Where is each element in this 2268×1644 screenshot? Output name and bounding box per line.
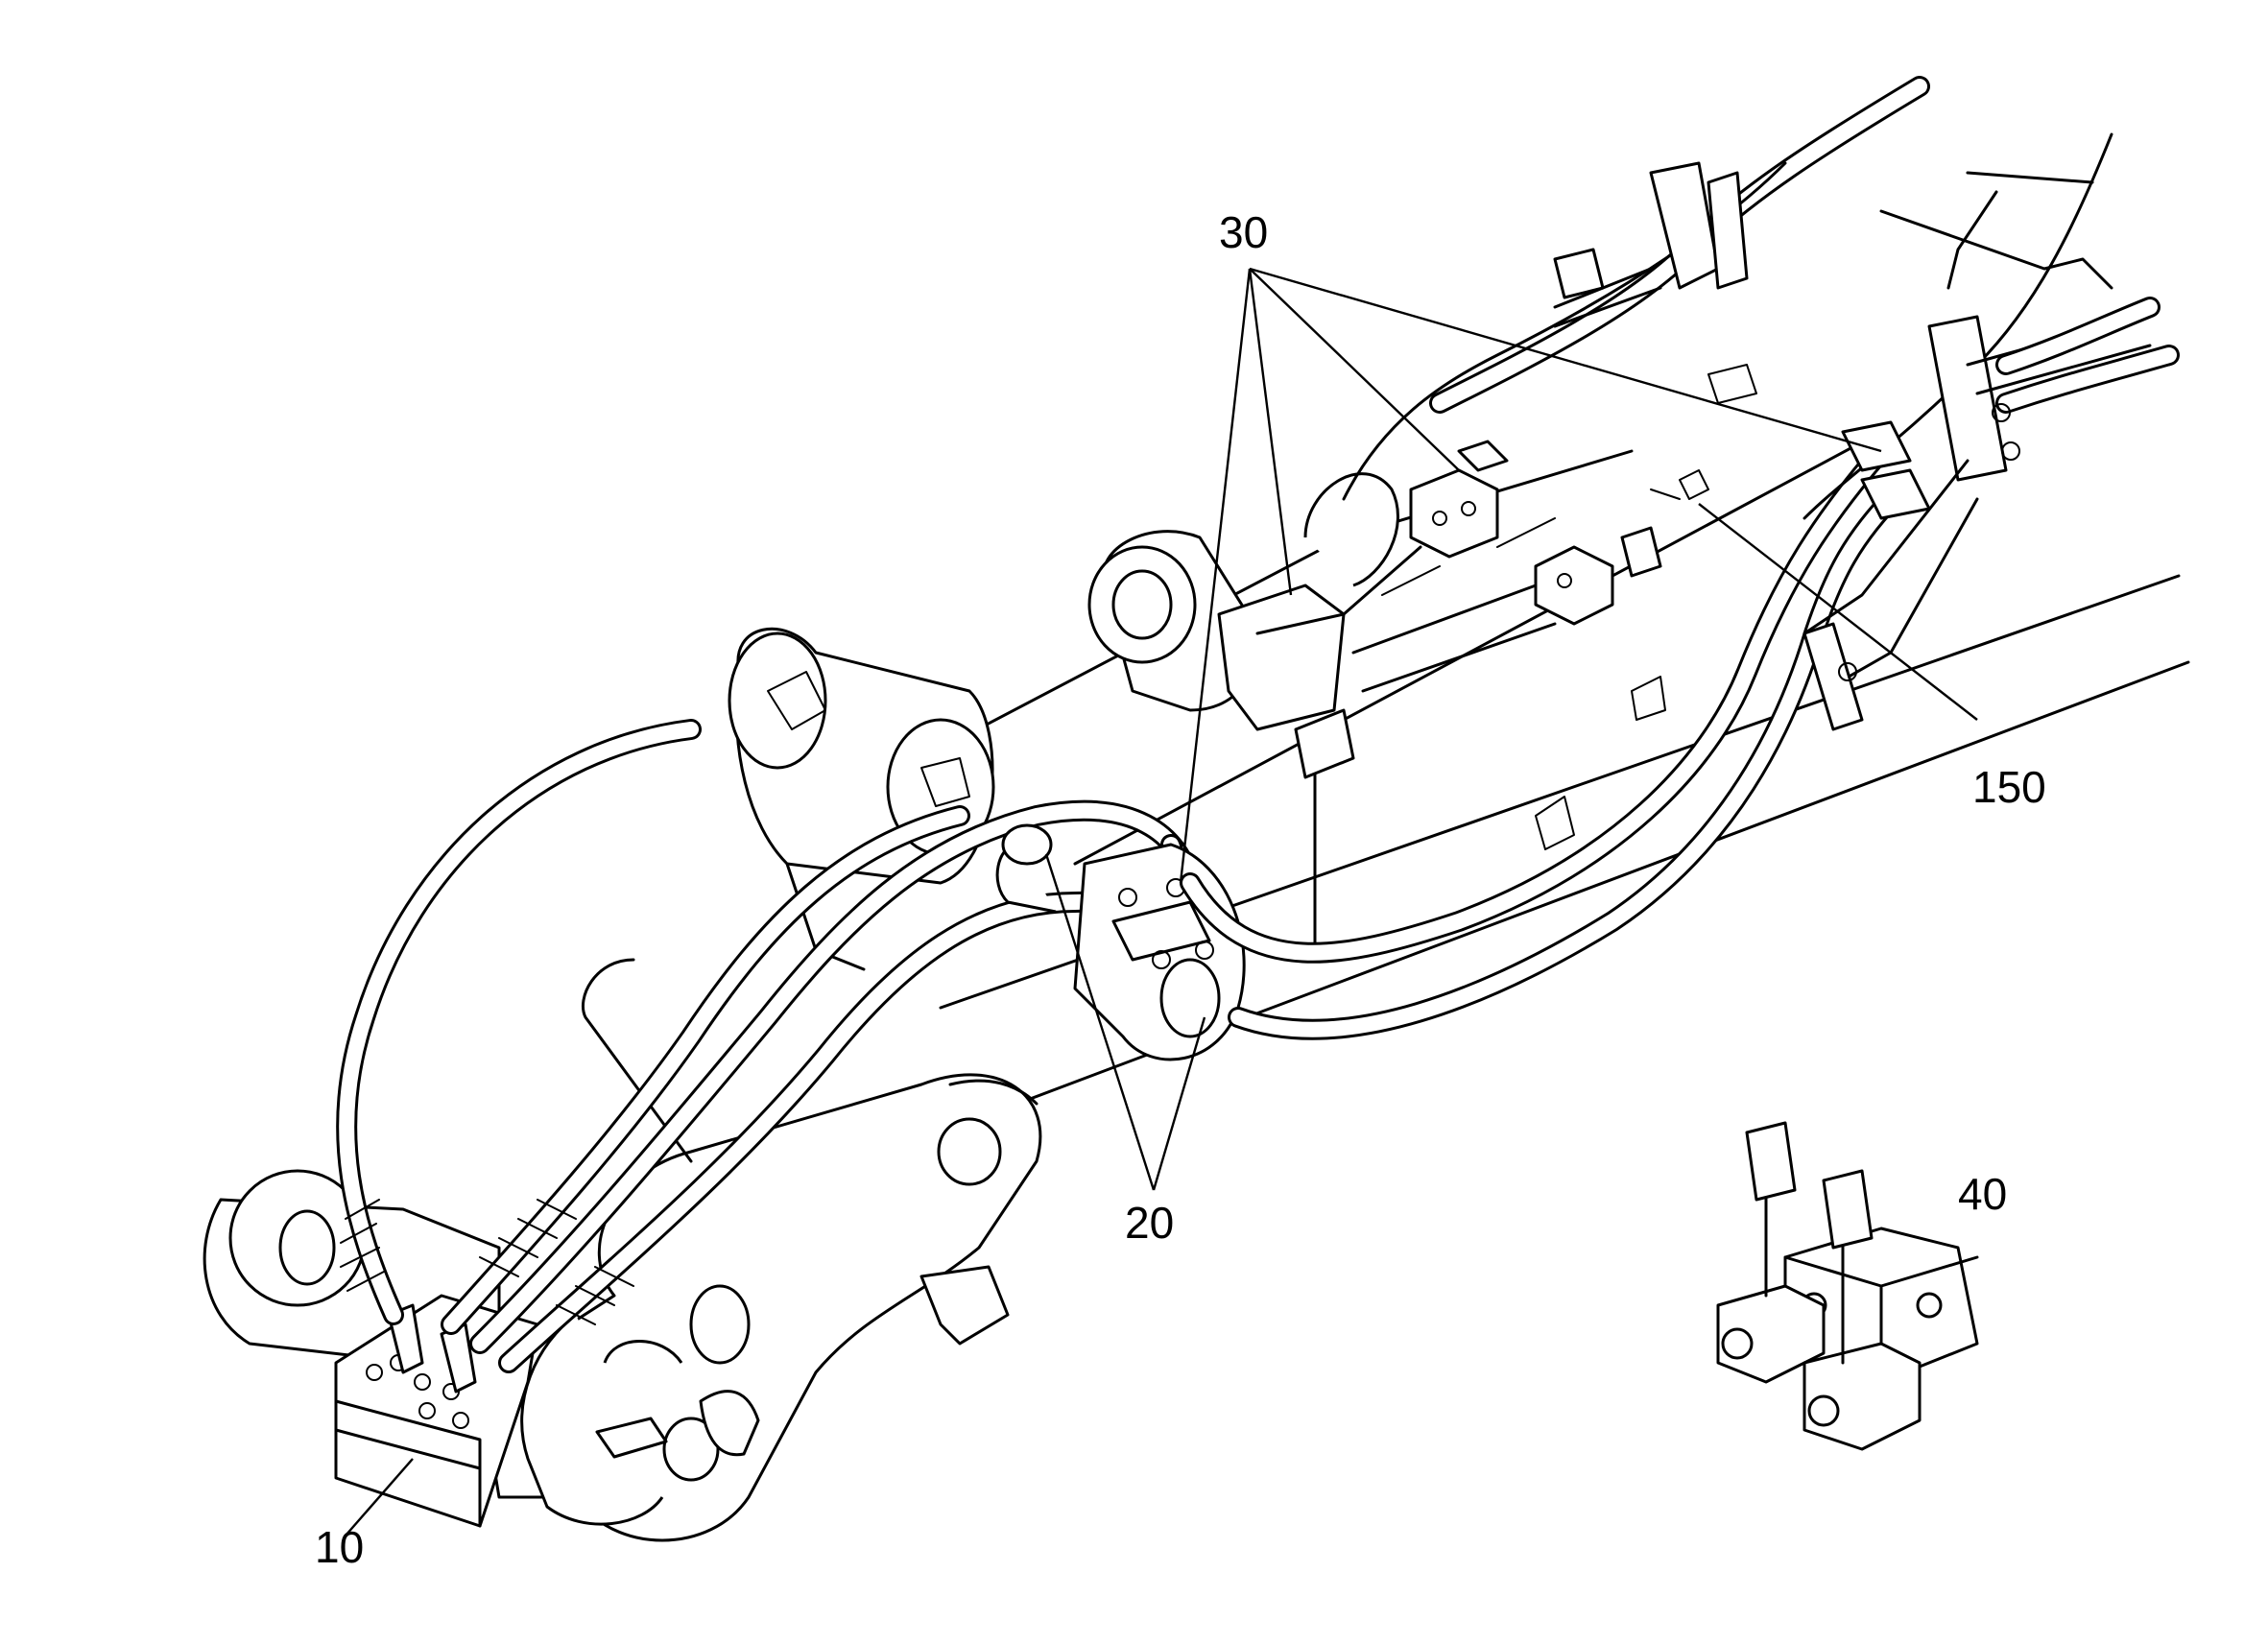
callout-labels: 30 150 40 20 10: [315, 207, 2046, 1572]
solenoid-valves-40: [1716, 1121, 1979, 1451]
rotary-housing: [1087, 472, 1399, 779]
leader-30-a: [1248, 268, 1293, 596]
valve-blocks-30: [1342, 440, 1662, 693]
callout-40: 40: [1958, 1169, 2007, 1219]
leader-150: [1698, 503, 1978, 721]
callout-150: 150: [1972, 762, 2046, 812]
leader-30-d: [1179, 268, 1252, 884]
leader-30-b: [1249, 268, 1460, 471]
callout-10: 10: [315, 1522, 364, 1572]
leader-lines: [345, 267, 1978, 1537]
valve-block-10: [334, 1294, 539, 1528]
leader-20-a: [1044, 853, 1156, 1191]
leader-30-c: [1249, 267, 1882, 453]
swivel-clamp-20: [995, 823, 1246, 1061]
leader-10: [345, 1458, 414, 1537]
callout-20: 20: [1125, 1198, 1174, 1248]
callout-30: 30: [1219, 207, 1268, 257]
leader-20-b: [1152, 1016, 1206, 1191]
fittings-brackets: [1553, 161, 2180, 731]
